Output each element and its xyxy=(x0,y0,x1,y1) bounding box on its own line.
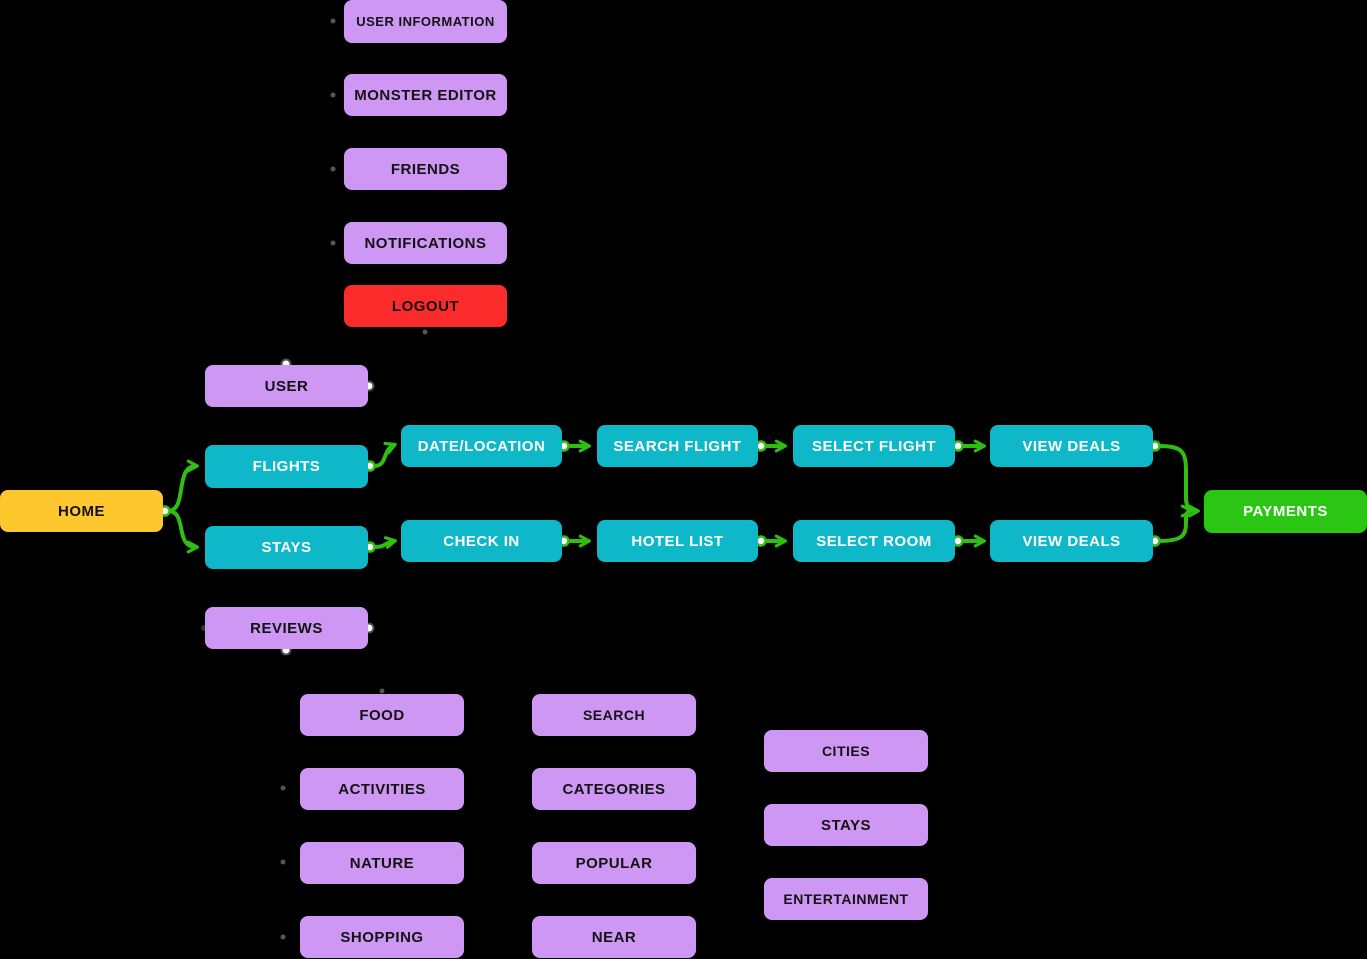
node-label: PAYMENTS xyxy=(1243,503,1328,520)
node-label: REVIEWS xyxy=(250,619,323,637)
node-select-flight[interactable]: SELECT FLIGHT xyxy=(793,425,955,467)
node-label: SEARCH FLIGHT xyxy=(613,437,742,455)
handle-notifications-left xyxy=(330,240,336,246)
node-hotel-list[interactable]: HOTEL LIST xyxy=(597,520,758,562)
node-label: CATEGORIES xyxy=(562,780,666,798)
node-check-in[interactable]: CHECK IN xyxy=(401,520,562,562)
node-label: HOTEL LIST xyxy=(631,532,724,550)
node-stays[interactable]: STAYS xyxy=(205,526,368,569)
node-logout[interactable]: LOGOUT xyxy=(344,285,507,327)
node-label: ENTERTAINMENT xyxy=(783,891,909,907)
node-label: NATURE xyxy=(349,854,415,872)
node-friends[interactable]: FRIENDS xyxy=(344,148,507,190)
node-reviews[interactable]: REVIEWS xyxy=(205,607,368,649)
node-flights[interactable]: FLIGHTS xyxy=(205,445,368,488)
handle-activities-left xyxy=(280,785,286,791)
node-label: MONSTER EDITOR xyxy=(354,86,497,104)
node-label: FOOD xyxy=(359,706,405,724)
edge-flights-datelocation xyxy=(372,441,397,468)
node-monster-editor[interactable]: MONSTER EDITOR xyxy=(344,74,507,116)
handle-nature-left xyxy=(280,859,286,865)
node-label: SHOPPING xyxy=(340,928,424,946)
node-select-room[interactable]: SELECT ROOM xyxy=(793,520,955,562)
node-label: NOTIFICATIONS xyxy=(364,234,487,252)
node-label: SELECT ROOM xyxy=(816,532,932,550)
node-label: ACTIVITIES xyxy=(338,780,426,798)
node-notifications[interactable]: NOTIFICATIONS xyxy=(344,222,507,264)
handle-friends-left xyxy=(330,166,336,172)
node-food[interactable]: FOOD xyxy=(300,694,464,736)
handle-food-top xyxy=(379,688,385,694)
node-search[interactable]: SEARCH xyxy=(532,694,696,736)
node-home[interactable]: HOME xyxy=(0,490,163,532)
handle-logout-bottom xyxy=(422,329,428,335)
node-stays-city[interactable]: STAYS xyxy=(764,804,928,846)
node-label: VIEW DEALS xyxy=(1022,532,1121,550)
node-label: USER INFORMATION xyxy=(356,14,495,29)
node-label: SEARCH xyxy=(582,707,646,723)
node-label: VIEW DEALS xyxy=(1022,437,1121,455)
node-label: SELECT FLIGHT xyxy=(812,437,936,455)
node-shopping[interactable]: SHOPPING xyxy=(300,916,464,958)
node-label: CITIES xyxy=(821,743,871,759)
handle-shopping-left xyxy=(280,934,286,940)
node-label: USER xyxy=(264,377,309,395)
node-view-deals-stays[interactable]: VIEW DEALS xyxy=(990,520,1153,562)
handle-monster-editor-left xyxy=(330,92,336,98)
node-search-flight[interactable]: SEARCH FLIGHT xyxy=(597,425,758,467)
node-date-location[interactable]: DATE/LOCATION xyxy=(401,425,562,467)
node-payments[interactable]: PAYMENTS xyxy=(1204,490,1367,533)
node-label: FRIENDS xyxy=(390,160,461,178)
edge-viewdeals-flights-payments xyxy=(1157,444,1200,518)
node-categories[interactable]: CATEGORIES xyxy=(532,768,696,810)
node-popular[interactable]: POPULAR xyxy=(532,842,696,884)
edge-home-stays xyxy=(166,509,199,554)
node-label: NEAR xyxy=(591,928,637,946)
handle-user-information-left xyxy=(330,18,336,24)
node-view-deals-flights[interactable]: VIEW DEALS xyxy=(990,425,1153,467)
node-user[interactable]: USER xyxy=(205,365,368,407)
node-label: HOME xyxy=(58,502,105,520)
node-activities[interactable]: ACTIVITIES xyxy=(300,768,464,810)
node-cities[interactable]: CITIES xyxy=(764,730,928,772)
node-label: LOGOUT xyxy=(391,297,460,315)
edge-viewdeals-stays-payments xyxy=(1157,504,1193,543)
node-entertainment[interactable]: ENTERTAINMENT xyxy=(764,878,928,920)
node-label: POPULAR xyxy=(575,854,653,872)
node-label: STAYS xyxy=(261,539,312,556)
node-user-information[interactable]: USER INFORMATION xyxy=(344,0,507,43)
node-label: CHECK IN xyxy=(443,532,520,550)
node-label: STAYS xyxy=(820,816,872,834)
edge-home-flights xyxy=(166,459,199,513)
node-near[interactable]: NEAR xyxy=(532,916,696,958)
node-label: DATE/LOCATION xyxy=(417,437,546,455)
node-nature[interactable]: NATURE xyxy=(300,842,464,884)
node-label: FLIGHTS xyxy=(252,458,321,475)
edge-stays-checkin xyxy=(372,536,397,549)
